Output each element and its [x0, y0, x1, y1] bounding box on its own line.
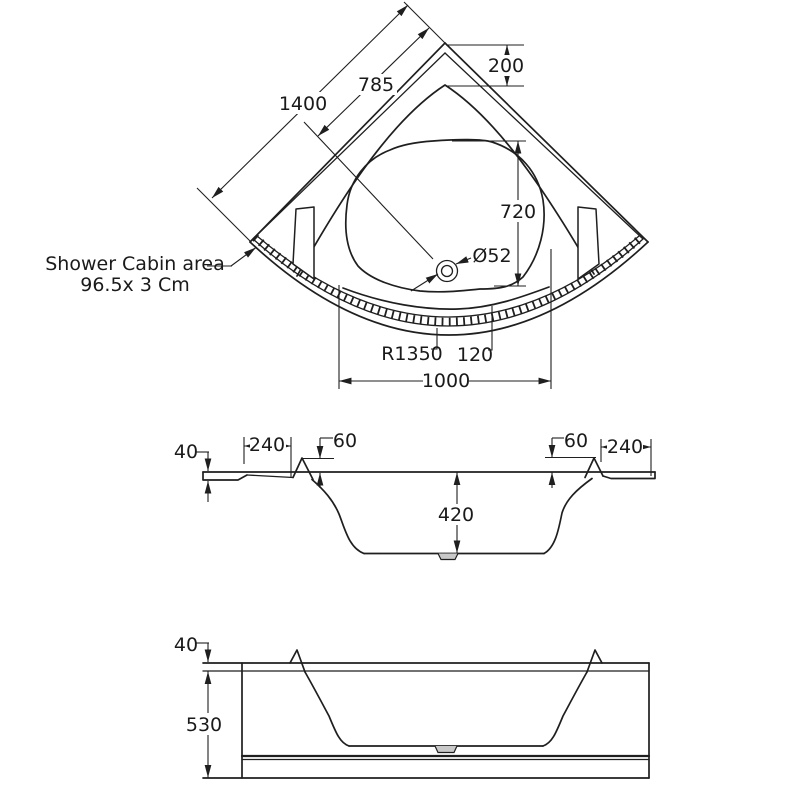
note-leader-arrow	[230, 247, 257, 267]
drain-dia-leader	[455, 256, 472, 265]
dim-120-label: 120	[457, 344, 493, 366]
plan-left-wall-inner	[252, 52, 446, 240]
right-side-fitting	[577, 206, 600, 280]
plan-right-wall-outer	[444, 42, 649, 243]
corner-extension-line	[196, 187, 252, 243]
shower-cabin-hatch-band	[252, 234, 644, 326]
dim-1400-label: 1400	[279, 93, 327, 115]
section-60R-label: 60	[564, 430, 588, 452]
front-right-wall	[542, 671, 588, 747]
seat-edge-curve	[342, 286, 550, 310]
dim-785-label: 785	[358, 74, 394, 96]
note-line2: 96.5x 3 Cm	[80, 274, 190, 296]
front-rim-outer-curve	[249, 241, 649, 336]
drain-diameter-label: Ø52	[472, 245, 511, 267]
drain-inner-circle	[440, 264, 454, 278]
radius-label: R1350	[381, 343, 443, 365]
drain-dia-leader-tail	[410, 273, 439, 292]
section-right-lip	[602, 471, 656, 480]
front-view: 40 530	[174, 634, 651, 779]
section-40-label: 40	[174, 441, 198, 463]
dim-720-label: 720	[500, 201, 536, 223]
section-left-wall	[311, 478, 365, 555]
plan-right-wall-inner	[444, 52, 644, 240]
front-left-peak	[289, 649, 306, 673]
front-drain-boss	[434, 745, 458, 754]
section-right-wall	[543, 477, 593, 555]
front-530-label: 530	[186, 714, 222, 736]
note-line1: Shower Cabin area	[45, 253, 225, 275]
section-right-peak	[584, 457, 604, 479]
section-view: 40 240 60 60 240 420	[174, 430, 656, 561]
front-rim-inner-curve	[252, 238, 644, 327]
drain-outer-circle	[435, 259, 459, 283]
section-240L-label: 240	[249, 434, 285, 456]
rim-opening-curve	[296, 84, 595, 277]
front-right-peak	[586, 649, 603, 673]
section-left-surface	[246, 474, 294, 479]
section-60L-label: 60	[333, 430, 357, 452]
section-240R-label: 240	[607, 436, 643, 458]
apex-extension-line	[403, 1, 447, 45]
section-left-peak	[292, 457, 314, 481]
section-drain-boss	[437, 553, 459, 561]
plan-view: 1400 785 200 720 Ø52 R1350 120 1000 Show…	[45, 1, 649, 392]
front-left-wall	[304, 671, 350, 747]
section-420-label: 420	[438, 504, 474, 526]
left-side-fitting	[292, 206, 315, 280]
dim-1000-label: 1000	[422, 370, 470, 392]
section-left-lip	[202, 471, 248, 481]
dim-200-label: 200	[488, 55, 524, 77]
radius-leader	[431, 328, 438, 350]
dim-120-leader	[488, 306, 493, 351]
front-40-label: 40	[174, 634, 198, 656]
